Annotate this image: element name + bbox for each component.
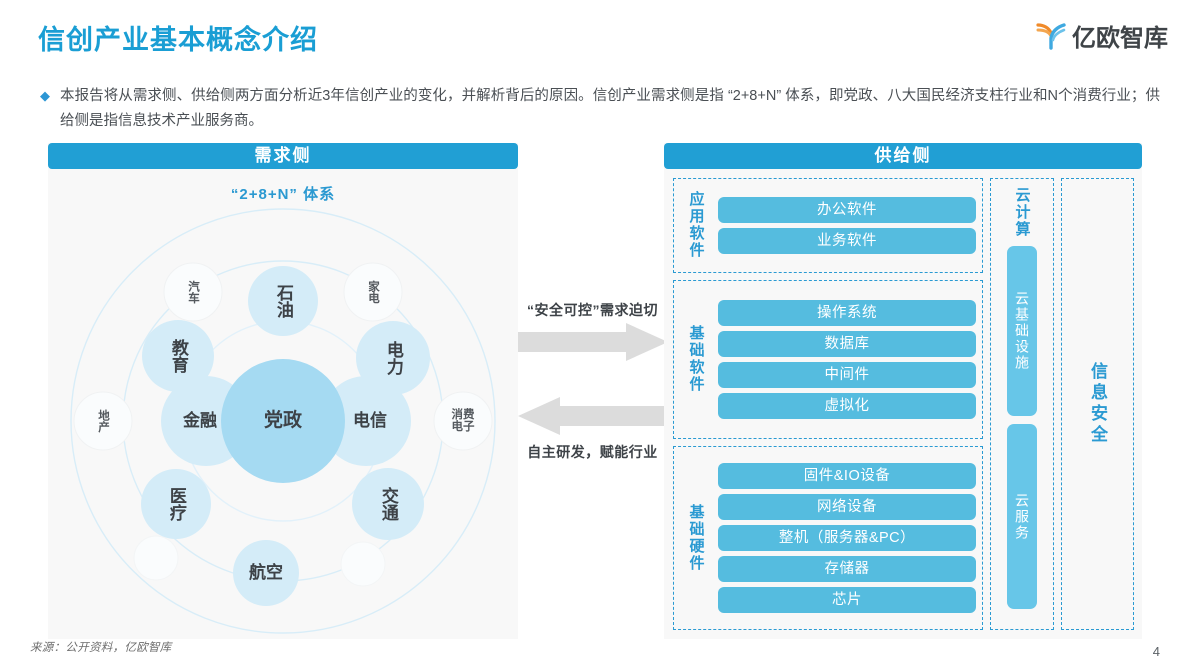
supply-body: 应用软件 办公软件 业务软件 基础软件 操作系统 数据库 中间件 虚拟化 基础硬… xyxy=(664,169,1142,639)
logo-text: 亿欧智库 xyxy=(1072,25,1168,52)
item-cloud-infrastructure[interactable]: 云基础设施 xyxy=(1007,246,1037,416)
group-basic-software: 基础软件 操作系统 数据库 中间件 虚拟化 xyxy=(673,279,983,439)
item-firmware-io[interactable]: 固件&IO设备 xyxy=(718,462,976,489)
supply-side-panel: 供给侧 应用软件 办公软件 业务软件 基础软件 操作系统 数据库 中间件 虚拟化 xyxy=(664,143,1142,639)
item-operating-system[interactable]: 操作系统 xyxy=(718,299,976,326)
page-title: 信创产业基本概念介绍 xyxy=(38,25,318,55)
group-application-software: 应用软件 办公软件 业务软件 xyxy=(673,178,983,273)
supply-main-column: 应用软件 办公软件 业务软件 基础软件 操作系统 数据库 中间件 虚拟化 基础硬… xyxy=(673,178,983,630)
item-database[interactable]: 数据库 xyxy=(718,330,976,357)
group-items-application-software: 办公软件 业务软件 xyxy=(718,196,976,254)
cloud-computing-label: 云计算 xyxy=(1013,187,1031,238)
group-basic-hardware: 基础硬件 固件&IO设备 网络设备 整机（服务器&PC） 存储器 芯片 xyxy=(673,445,983,630)
venn-circles xyxy=(70,208,496,634)
arrow-left-icon xyxy=(517,396,668,440)
item-cloud-service[interactable]: 云服务 xyxy=(1007,424,1037,609)
information-security-label: 信息安全 xyxy=(1088,362,1107,446)
item-office-software[interactable]: 办公软件 xyxy=(718,196,976,223)
demand-panel-header: 需求侧 xyxy=(48,143,518,169)
item-business-software[interactable]: 业务软件 xyxy=(718,227,976,254)
supply-panel-header: 供给侧 xyxy=(664,143,1142,169)
yiou-logo-icon xyxy=(1034,19,1068,53)
group-items-basic-software: 操作系统 数据库 中间件 虚拟化 xyxy=(718,299,976,419)
source-note: 来源：公开资料，亿欧智库 xyxy=(30,642,172,654)
item-virtualization[interactable]: 虚拟化 xyxy=(718,392,976,419)
bullet-diamond-icon: ◆ xyxy=(40,88,50,103)
group-label-basic-software: 基础软件 xyxy=(687,325,705,394)
group-label-basic-hardware: 基础硬件 xyxy=(687,503,705,572)
arrow-right-wrap xyxy=(500,320,685,368)
item-network-device[interactable]: 网络设备 xyxy=(718,493,976,520)
page-number: 4 xyxy=(1152,644,1160,659)
item-whole-machine[interactable]: 整机（服务器&PC） xyxy=(718,524,976,551)
arrow-left-wrap xyxy=(500,394,685,442)
item-chip[interactable]: 芯片 xyxy=(718,586,976,613)
intro-paragraph: ◆ 本报告将从需求侧、供给侧两方面分析近3年信创产业的变化，并解析背后的原因。信… xyxy=(40,84,1160,134)
item-storage[interactable]: 存储器 xyxy=(718,555,976,582)
arrow-right-icon xyxy=(517,322,668,366)
brand-logo: 亿欧智库 xyxy=(1034,18,1168,53)
demand-side-panel: 需求侧 “2+8+N” 体系 党政 xyxy=(48,143,518,639)
group-items-basic-hardware: 固件&IO设备 网络设备 整机（服务器&PC） 存储器 芯片 xyxy=(718,462,976,613)
demand-venn-diagram: 党政 石油 电力 电信 交通 航空 医疗 金融 教育 汽车 家电 消费 电子 地… xyxy=(48,206,518,646)
arrow-caption-top: “安全可控”需求迫切 xyxy=(527,302,658,318)
cloud-computing-column: 云计算 云基础设施 云服务 xyxy=(990,178,1054,630)
information-security-column: 信息安全 xyxy=(1061,178,1134,630)
intro-text: 本报告将从需求侧、供给侧两方面分析近3年信创产业的变化，并解析背后的原因。信创产… xyxy=(60,88,1160,129)
demand-subtitle: “2+8+N” 体系 xyxy=(230,186,336,203)
item-middleware[interactable]: 中间件 xyxy=(718,361,976,388)
center-arrows-column: “安全可控”需求迫切 自主研发，赋能行业 xyxy=(500,300,685,462)
arrow-caption-bottom: 自主研发，赋能行业 xyxy=(527,444,658,460)
group-label-application-software: 应用软件 xyxy=(687,191,705,260)
